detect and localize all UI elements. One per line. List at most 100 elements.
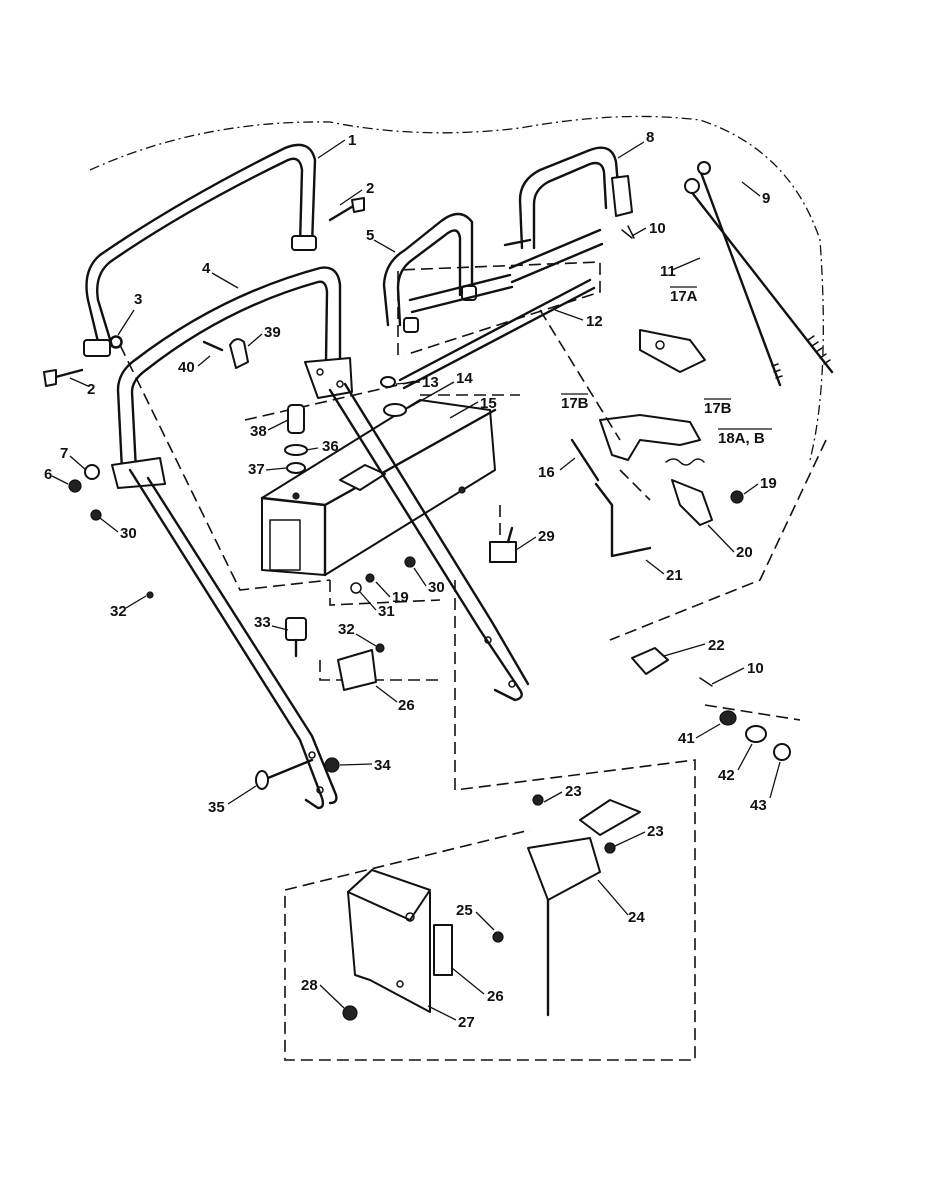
washer-31: [350, 582, 362, 594]
callout-leader: [317, 139, 346, 159]
switch-26-main: [337, 649, 377, 691]
callout-label: 39: [264, 324, 281, 341]
callout: 10: [631, 220, 666, 237]
callout-leader: [355, 633, 377, 647]
callout-leader: [69, 377, 89, 387]
callout-label: 12: [586, 313, 603, 330]
callout-label: 26: [487, 988, 504, 1005]
callout-leader: [543, 791, 563, 803]
callout: 40: [178, 355, 211, 376]
callout-label: 15: [480, 395, 497, 412]
callout-label: 23: [565, 783, 582, 800]
callout-leader: [51, 475, 69, 485]
callout-label: 34: [374, 757, 391, 774]
screw-30-left: [90, 509, 102, 521]
callout: 8: [617, 129, 654, 159]
callout: 29: [515, 528, 555, 551]
callout-leader: [359, 591, 377, 611]
callout-label: 5: [366, 227, 374, 244]
clip-10-lower: [699, 677, 713, 687]
callout-label: 25: [456, 902, 473, 919]
nut-6: [68, 479, 82, 493]
block-22: [631, 647, 669, 675]
callout-leader: [449, 401, 479, 419]
callout-leader: [671, 257, 701, 271]
control-box: [260, 399, 497, 577]
callout-label: 10: [649, 220, 666, 237]
callout: 18A, B: [718, 428, 772, 447]
callout-leader: [267, 419, 289, 431]
callout-leader: [407, 381, 455, 409]
callout: 7: [60, 445, 87, 471]
callout: 23: [543, 783, 582, 803]
callout-leader: [413, 567, 427, 587]
callout: 24: [597, 879, 645, 926]
callout: 16: [538, 457, 576, 481]
callout-label: 42: [718, 767, 735, 784]
callout: 42: [718, 743, 753, 784]
callout: 32: [110, 595, 147, 620]
callout-leader: [395, 381, 421, 385]
callout-leader: [271, 625, 289, 631]
callout-label: 10: [747, 660, 764, 677]
callout-label: 36: [322, 438, 339, 455]
callout: 36: [305, 438, 339, 455]
callout-leader: [247, 333, 263, 347]
callout-label: 17B: [704, 400, 732, 417]
callout-label: 41: [678, 730, 695, 747]
callout: 33: [254, 614, 289, 631]
stack-36-38: [284, 404, 308, 474]
screw-30-main: [404, 556, 416, 568]
callout: 11: [660, 257, 701, 280]
rod-21: [594, 482, 652, 558]
callout-label: 22: [708, 637, 725, 654]
callout-leader: [663, 643, 706, 657]
callout-label: 16: [538, 464, 555, 481]
guide-box-upper: [397, 261, 601, 356]
callout-label: 6: [44, 466, 52, 483]
callout-leader: [451, 967, 485, 995]
callout-label: 9: [762, 190, 770, 207]
callout: 27: [427, 1005, 475, 1031]
callout: 25: [456, 902, 495, 931]
callout: 21: [645, 559, 683, 584]
callout-label: 18A, B: [718, 430, 765, 447]
inset-assembly: [342, 794, 641, 1021]
spring-18: [665, 458, 705, 466]
callout: 19: [743, 475, 777, 495]
callout: 41: [678, 723, 721, 747]
callout: 35: [208, 785, 257, 816]
callout: 10: [711, 660, 764, 685]
callout-label: 11: [660, 263, 676, 280]
callout-leader: [475, 911, 495, 931]
callout-leader: [559, 457, 576, 471]
callout-label: 35: [208, 799, 225, 816]
nut-19-main: [365, 573, 375, 583]
callout-label: 2: [366, 180, 374, 197]
callout-leader: [515, 536, 537, 551]
callout-leader: [695, 723, 721, 739]
nut-41: [719, 710, 737, 726]
outer-outline: [89, 115, 824, 461]
callout: 12: [554, 309, 603, 330]
callout-label: 14: [456, 370, 473, 387]
callout: 43: [750, 761, 781, 814]
callout-leader: [373, 239, 396, 253]
bracket-17B: [599, 414, 701, 461]
callout-leader: [99, 517, 119, 533]
callout-leader: [707, 524, 735, 553]
callout-label: 38: [250, 423, 267, 440]
callout-label: 17B: [561, 395, 589, 412]
switch-29: [489, 526, 517, 563]
callout-label: 4: [202, 260, 211, 277]
callout-leader: [769, 761, 781, 799]
callout: 26: [375, 685, 415, 714]
callout: 38: [250, 419, 289, 440]
bolt-2-upper: [328, 197, 365, 222]
callout: 17B: [704, 398, 732, 417]
bail-handle: [503, 146, 633, 284]
callout-leader: [211, 272, 239, 289]
callout-label: 2: [87, 381, 95, 398]
callout-label: 32: [110, 603, 127, 620]
